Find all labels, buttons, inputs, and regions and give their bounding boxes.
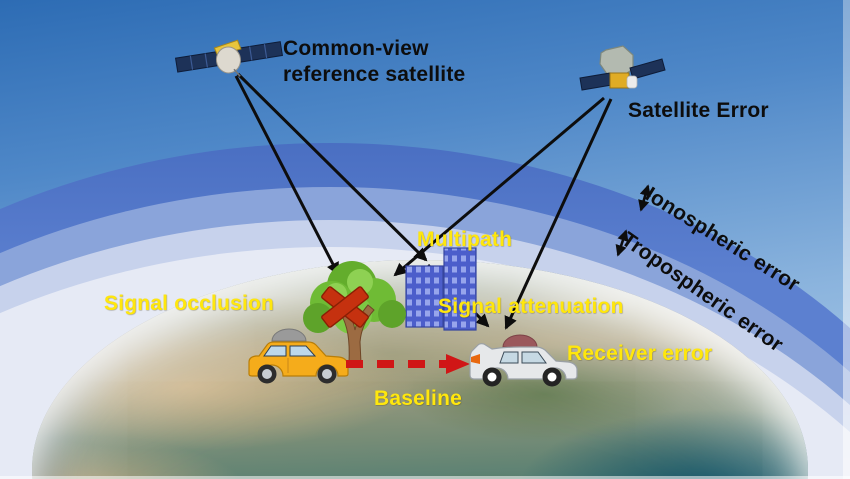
signal-attenuation-label: Signal attenuation (438, 295, 624, 318)
bottom-edge-highlight (0, 476, 850, 479)
satellite-error-label: Satellite Error (628, 99, 769, 122)
right-edge-highlight (843, 0, 850, 479)
gnss-antenna-dome-right (502, 334, 538, 348)
building-short (405, 265, 444, 328)
blocked-signal-cross-icon (321, 286, 369, 328)
signal-line-errsat-to-receiver (504, 98, 613, 330)
signal-line-errsat-to-tree (393, 96, 605, 277)
signal-path-lines (234, 72, 613, 330)
common-view-line1: Common-view (283, 37, 429, 60)
building-tall (443, 247, 477, 331)
reference-satellite-icon (174, 39, 284, 77)
multipath-label: Multipath (417, 228, 513, 251)
signal-line-refsat-to-building (236, 72, 428, 262)
receiver-error-label: Receiver error (567, 342, 713, 365)
layer-extent-arrows (615, 184, 651, 257)
baseline-arrow-icon (346, 354, 470, 374)
baseline-label: Baseline (374, 387, 462, 410)
troposphere-extent-arrow (615, 229, 629, 257)
white-car-icon (469, 334, 578, 387)
common-view-satellite-label: Common-view reference satellite (283, 36, 465, 88)
signal-line-refsat-to-tree (234, 75, 340, 276)
ionosphere-extent-arrow (638, 184, 651, 212)
yellow-car-icon (248, 328, 349, 384)
gnss-antenna-dome-left (271, 328, 307, 342)
error-satellite-icon (579, 45, 666, 91)
signal-occlusion-label: Signal occlusion (104, 292, 275, 315)
common-view-line2: reference satellite (283, 63, 466, 87)
buildings-icon (405, 247, 477, 331)
